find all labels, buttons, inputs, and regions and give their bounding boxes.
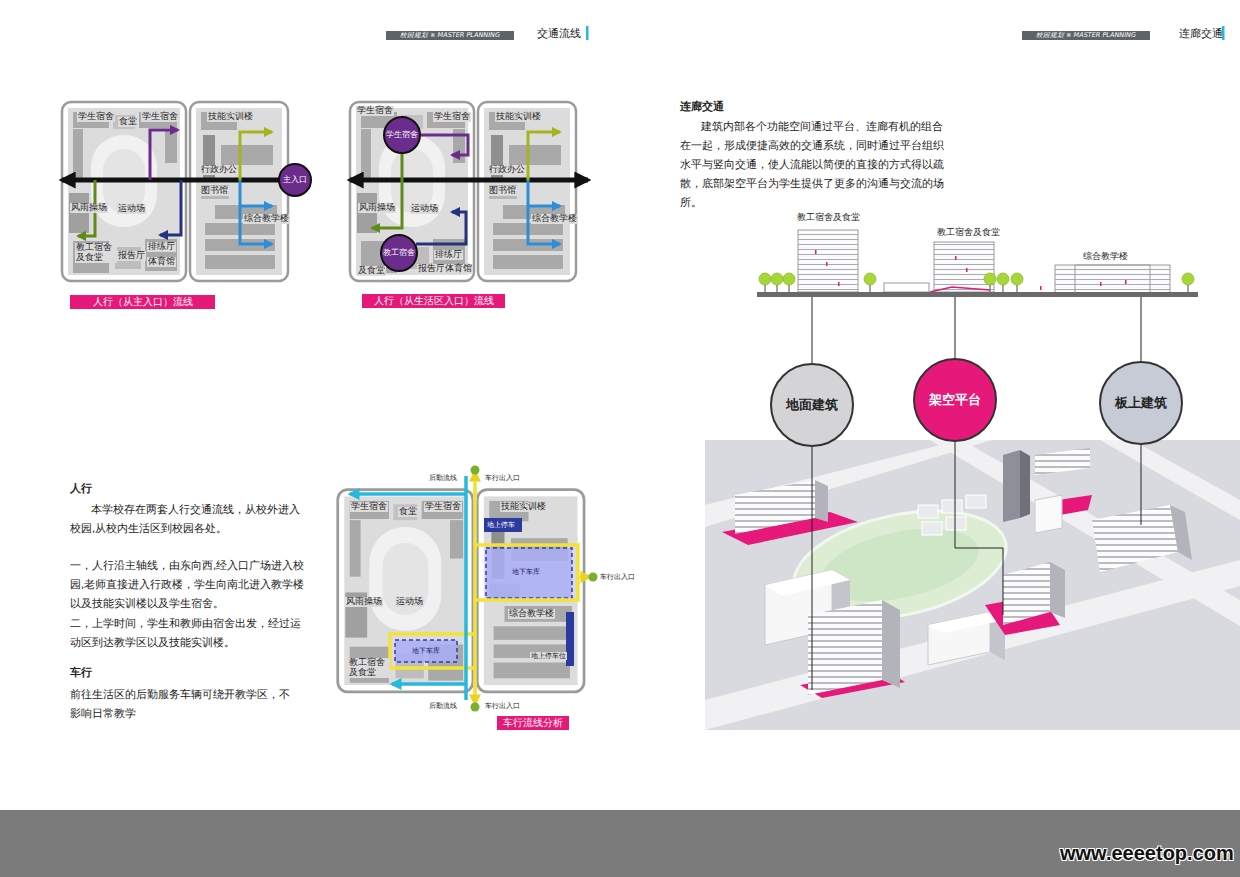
- body-text: 一，人行沿主轴线，由东向西,经入口广场进入校园,老师直接进入行政楼，学生向南北进…: [70, 556, 310, 613]
- plan-label: 风雨操场: [345, 597, 383, 607]
- node-text: 地面建筑: [786, 398, 838, 412]
- node-text: 主入口: [283, 176, 307, 184]
- flow-label: 后勤流线: [428, 702, 458, 710]
- node-text: 人行（从生活区入口）流线: [374, 296, 494, 306]
- plan-label: 综合教学楼: [243, 214, 290, 224]
- section-heading: 车行: [70, 666, 92, 678]
- caption-band: 人行（从主入口）流线: [70, 295, 215, 309]
- plan-label: 体育馆: [147, 257, 176, 267]
- plan-label: 技能实训楼: [495, 112, 542, 122]
- parking-label: 地上停车: [487, 521, 515, 529]
- plan-label: 技能实训楼: [207, 112, 254, 122]
- node-text: 校园规划 ※ MASTER PLANNING: [400, 32, 500, 39]
- flow-label: 后勤流线: [428, 474, 458, 482]
- parking-label: 地上停车位: [530, 652, 567, 660]
- plan-label: 报告厅: [117, 251, 146, 261]
- body-text: 建筑内部各个功能空间通过平台、连廊有机的组合在一起，形成便捷高效的交通系统，同时…: [680, 117, 950, 212]
- building-label: 教工宿舍及食堂: [797, 212, 860, 222]
- caption-band: 人行（从生活区入口）流线: [362, 294, 505, 308]
- parking-label: 地下车库: [512, 568, 540, 576]
- category-circle: 地面建筑: [770, 363, 854, 447]
- node-text: 板上建筑: [1115, 396, 1167, 410]
- page-heading: 交通流线: [537, 28, 581, 41]
- plan-label: 教工宿舍 及食堂: [75, 243, 117, 263]
- plan-label: 运动场: [410, 204, 439, 214]
- plan-label: 图书馆: [488, 186, 517, 196]
- header-bar: 校园规划 ※ MASTER PLANNING: [386, 31, 514, 40]
- plan-label: 及食堂: [357, 266, 386, 276]
- plan-label: 排练厅: [434, 250, 463, 260]
- flow-label: 车行出入口: [484, 474, 521, 482]
- plan-label: 食堂: [398, 507, 418, 517]
- body-text: 二，上学时间，学生和教师由宿舍出发，经过运动区到达教学区以及技能实训楼。: [70, 614, 310, 652]
- entrance-circle: 学生宿舍: [383, 116, 421, 154]
- node-text: 教工宿舍: [383, 249, 415, 257]
- building-label: 教工宿舍及食堂: [937, 227, 1000, 237]
- header-bar: 校园规划 ※ MASTER PLANNING: [1022, 31, 1150, 40]
- watermark: www.eeeetop.com: [1060, 842, 1234, 865]
- plan-label: 行政办公: [200, 165, 238, 175]
- entrance-circle: 主入口: [278, 163, 312, 197]
- flow-label: 车行出入口: [484, 702, 521, 710]
- node-text: 学生宿舍: [386, 131, 418, 139]
- plan-label: 综合教学楼: [531, 214, 578, 224]
- plan-label: 风雨操场: [70, 203, 108, 213]
- body-text: 前往生活区的后勤服务车辆可绕开教学区，不影响日常教学: [70, 685, 298, 723]
- plan-label: 运动场: [117, 204, 146, 214]
- node-text: 车行流线分析: [503, 718, 563, 728]
- parking-label: 地下车库: [412, 647, 440, 655]
- plan-label: 学生宿舍: [424, 502, 462, 512]
- plan-label: 技能实训楼: [500, 502, 547, 512]
- body-text: 本学校存在两套人行交通流线，从校外进入校园,从校内生活区到校园各处。: [70, 500, 310, 538]
- node-text: 校园规划 ※ MASTER PLANNING: [1036, 32, 1136, 39]
- plan-label: 行政办公: [488, 165, 526, 175]
- plan-label: 学生宿舍: [433, 112, 471, 122]
- section-heading: 人行: [70, 482, 92, 494]
- plan-label: 学生宿舍: [356, 106, 394, 116]
- plan-label: 体育馆: [444, 264, 473, 274]
- plan-label: 学生宿舍: [141, 112, 179, 122]
- category-circle: 板上建筑: [1099, 361, 1183, 445]
- flow-label: 车行出入口: [599, 573, 636, 581]
- plan-label: 排练厅: [147, 242, 176, 252]
- plan-label: 综合教学楼: [508, 609, 555, 619]
- plan-label: 学生宿舍: [77, 112, 115, 122]
- plan-label: 图书馆: [200, 186, 229, 196]
- plan-label: 报告厅: [417, 264, 446, 274]
- node-text: 人行（从主入口）流线: [93, 297, 193, 307]
- caption-band: 车行流线分析: [497, 716, 569, 730]
- plan-label: 教工宿舍 及食堂: [348, 658, 390, 678]
- node-text: 架空平台: [929, 393, 981, 407]
- section-heading: 连廊交通: [680, 100, 724, 112]
- plan-label: 运动场: [395, 597, 424, 607]
- page-heading: 连廊交通: [1179, 28, 1223, 41]
- category-circle: 架空平台: [913, 358, 997, 442]
- building-label: 综合教学楼: [1083, 251, 1128, 261]
- plan-label: 学生宿舍: [350, 502, 388, 512]
- plan-label: 风雨操场: [358, 203, 396, 213]
- plan-label: 食堂: [118, 117, 138, 127]
